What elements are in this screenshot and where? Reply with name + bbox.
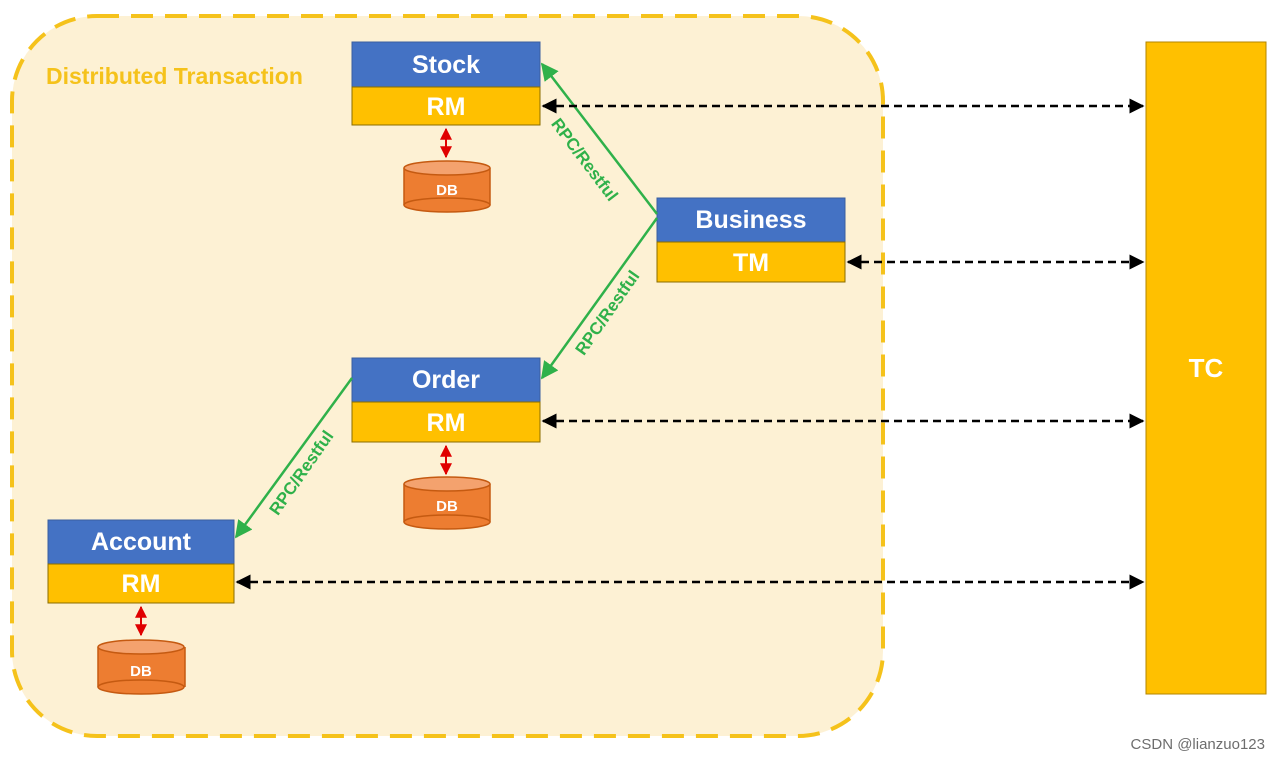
account-role: RM — [122, 570, 161, 598]
account-name: Account — [91, 528, 192, 556]
account-service: Account RM — [47, 519, 235, 604]
account-db-label: DB — [130, 663, 152, 680]
order-role: RM — [427, 409, 466, 437]
business-role: TM — [733, 249, 769, 277]
rpc-arrow-business-to-order — [540, 217, 659, 380]
rpc-arrow-order-to-account — [234, 377, 354, 539]
order-db-cylinder: DB — [403, 476, 491, 530]
order-service: Order RM — [351, 357, 541, 443]
stock-db-label: DB — [436, 182, 458, 199]
stock-role: RM — [427, 93, 466, 121]
stock-service: Stock RM — [351, 41, 541, 126]
business-name: Business — [695, 206, 806, 234]
order-name: Order — [412, 366, 480, 394]
region-label: Distributed Transaction — [46, 63, 303, 89]
watermark: CSDN @lianzuo123 — [1131, 736, 1265, 753]
tc-label: TC — [1189, 353, 1224, 383]
stock-name: Stock — [412, 51, 480, 79]
stock-role-box — [351, 86, 541, 126]
tc-box — [1145, 41, 1267, 695]
account-db-cylinder: DB — [97, 639, 186, 695]
order-db-label: DB — [436, 498, 458, 515]
stock-header — [351, 41, 541, 88]
business-role-box — [656, 241, 846, 283]
rpc-arrow-business-to-stock — [540, 62, 658, 215]
stock-db-cylinder: DB — [403, 160, 491, 213]
business-service: Business TM — [656, 197, 846, 283]
account-role-box — [47, 563, 235, 604]
order-role-box — [351, 401, 541, 443]
